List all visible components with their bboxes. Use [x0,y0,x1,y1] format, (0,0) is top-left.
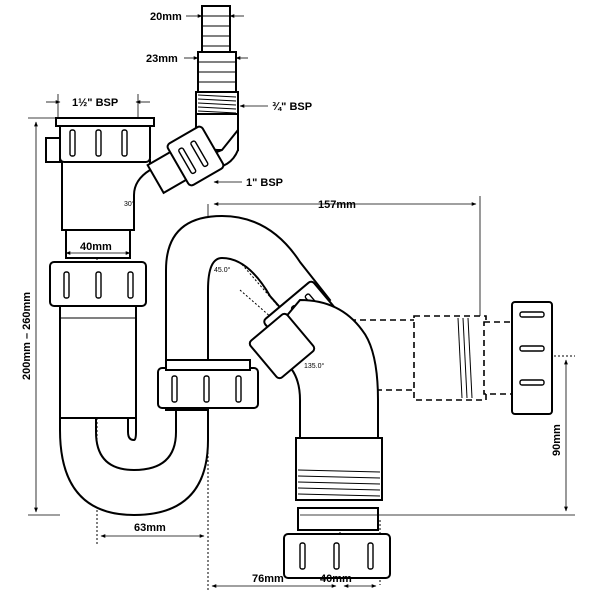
label-1-bsp: 1" BSP [246,177,283,189]
inlet-body [45,117,155,259]
label-40mm-bottom: 40mm [320,573,352,585]
label-63mm: 63mm [134,522,166,534]
u-bend [59,404,209,517]
label-angle-30: 30° [124,200,135,208]
label-76mm: 76mm [252,573,284,585]
label-90mm: 90mm [551,424,563,456]
top-bend [157,214,332,411]
side-inlet [146,125,225,195]
label-angle-45: 45.0° [214,266,231,274]
label-157mm: 157mm [318,199,356,211]
left-leg [49,261,147,419]
label-23mm: 23mm [146,53,178,65]
label-1-half-bsp: 1½" BSP [72,97,118,109]
label-three-quarter-bsp: ¾" BSP [272,101,312,113]
label-20mm: 20mm [150,11,182,23]
dimension-lines [28,14,575,588]
vertical-outlet [248,298,391,579]
label-40mm-top: 40mm [80,241,112,253]
hose-tail [195,5,239,115]
label-height-range: 200mm – 260mm [21,292,33,380]
label-angle-135: 135.0° [304,362,325,370]
